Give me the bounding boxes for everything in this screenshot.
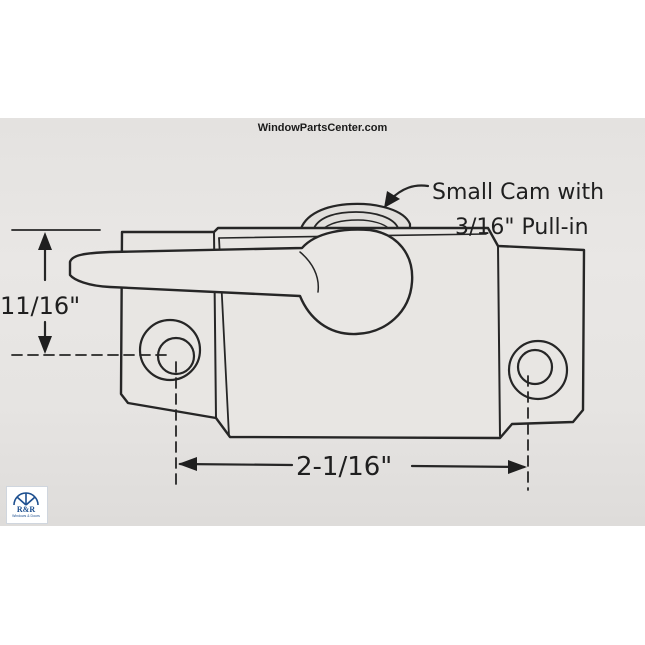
width-dimension-label: 2-1/16": [296, 452, 392, 482]
right-panel-divider: [487, 227, 499, 247]
lock-handle-lever: [68, 228, 414, 336]
height-dimension-label: 11/16": [0, 292, 80, 320]
width-arrow-left: [178, 457, 197, 471]
width-dim-line-right: [410, 464, 526, 469]
height-arrow-down: [38, 336, 52, 354]
cam-inner-ring-2: [321, 219, 391, 231]
logo-subtitle: Windows & Doors: [12, 514, 40, 518]
width-arrow-right: [508, 460, 527, 474]
height-arrow-up: [38, 232, 52, 250]
site-watermark: WindowPartsCenter.com: [257, 122, 388, 134]
handle-ridge: [299, 251, 320, 293]
callout-line-1: Small Cam with: [432, 180, 604, 205]
right-panel-edge: [497, 245, 501, 437]
left-screw-hole-inner: [156, 336, 196, 376]
logo-mark: R&R: [16, 505, 36, 514]
cam-inner-ring: [313, 211, 399, 229]
right-screw-hole-inner: [516, 348, 554, 386]
logo-arch-icon: [13, 492, 39, 506]
left-screw-hole-outer: [138, 318, 202, 382]
callout-arrowhead: [384, 191, 400, 208]
width-dim-line-left: [178, 462, 294, 467]
callout-line-2: 3/16" Pull-in: [455, 215, 589, 240]
